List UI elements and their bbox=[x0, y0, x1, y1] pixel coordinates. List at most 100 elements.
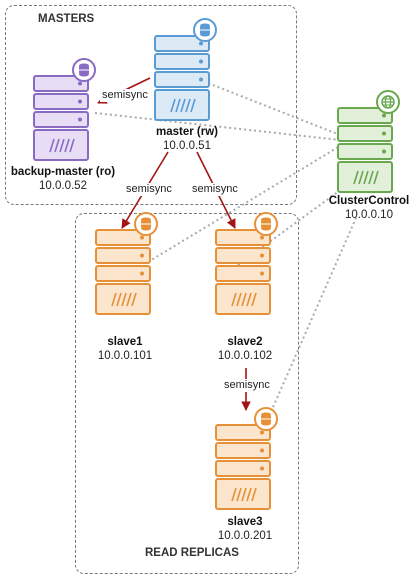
master-name: master (rw) bbox=[156, 126, 218, 138]
vent-line bbox=[69, 138, 75, 153]
vent-line bbox=[251, 487, 257, 502]
masters-group-title: MASTERS bbox=[38, 13, 95, 25]
status-led bbox=[260, 466, 264, 471]
backup-master-ip: 10.0.0.52 bbox=[39, 180, 87, 192]
vent-line bbox=[231, 292, 237, 307]
vent-line bbox=[241, 487, 247, 502]
vent-line bbox=[116, 292, 122, 307]
slave3-name: slave3 bbox=[227, 516, 263, 528]
vent-line bbox=[59, 138, 65, 153]
vent-line bbox=[175, 98, 181, 113]
server-slot bbox=[154, 53, 210, 70]
server-base bbox=[215, 478, 271, 510]
slave3-server[interactable] bbox=[215, 407, 278, 510]
server-slot bbox=[337, 143, 393, 160]
status-led bbox=[260, 253, 264, 258]
link-cc-slave3 bbox=[262, 217, 357, 431]
vent-line bbox=[241, 292, 247, 307]
vent-line bbox=[64, 138, 70, 153]
management-links bbox=[94, 73, 357, 431]
clustercontrol-name: ClusterControl bbox=[328, 195, 410, 207]
server-base bbox=[337, 161, 393, 193]
label-master-slave1: semisync bbox=[124, 183, 174, 196]
clustercontrol-server[interactable] bbox=[337, 90, 400, 193]
vent-line bbox=[185, 98, 191, 113]
link-cc-slave2 bbox=[237, 185, 347, 266]
server-slot bbox=[215, 247, 271, 264]
status-led bbox=[382, 113, 386, 118]
server-slot bbox=[215, 442, 271, 459]
vent-line bbox=[190, 98, 196, 113]
vent-line bbox=[126, 292, 132, 307]
slave2-ip: 10.0.0.102 bbox=[217, 350, 273, 362]
database-icon bbox=[72, 58, 96, 82]
database-icon bbox=[254, 212, 278, 236]
server-slot bbox=[33, 75, 89, 92]
backup-master-server[interactable] bbox=[33, 58, 96, 161]
vent-line bbox=[180, 98, 186, 113]
vent-line bbox=[373, 170, 379, 185]
globe-icon bbox=[376, 90, 400, 114]
server-slot bbox=[215, 229, 271, 246]
status-led bbox=[199, 41, 203, 46]
vent-line bbox=[368, 170, 374, 185]
vent-line bbox=[246, 292, 252, 307]
slave1-name: slave1 bbox=[107, 336, 143, 348]
server-base bbox=[33, 129, 89, 161]
vent-line bbox=[236, 292, 242, 307]
server-slot bbox=[95, 247, 151, 264]
slave2-name: slave2 bbox=[227, 336, 263, 348]
backup-master-name: backup-master (ro) bbox=[10, 166, 116, 178]
vent-line bbox=[49, 138, 55, 153]
server-slot bbox=[215, 460, 271, 477]
status-led bbox=[199, 59, 203, 64]
status-led bbox=[260, 430, 264, 435]
status-led bbox=[382, 149, 386, 154]
server-slot bbox=[154, 71, 210, 88]
server-base bbox=[154, 89, 210, 121]
label-master-backup: semisync bbox=[100, 89, 150, 102]
label-slave2-slave3: semisync bbox=[222, 379, 272, 392]
server-slot bbox=[95, 229, 151, 246]
read-replicas-group bbox=[75, 213, 299, 574]
vent-line bbox=[54, 138, 60, 153]
vent-line bbox=[131, 292, 137, 307]
server-slot bbox=[154, 35, 210, 52]
server-slot bbox=[215, 424, 271, 441]
vent-line bbox=[111, 292, 117, 307]
link-cc-slave1 bbox=[147, 145, 341, 263]
server-slot bbox=[337, 107, 393, 124]
clustercontrol-ip: 10.0.0.10 bbox=[345, 209, 393, 221]
vent-line bbox=[358, 170, 364, 185]
read-replicas-group-title: READ REPLICAS bbox=[145, 547, 239, 559]
vent-line bbox=[236, 487, 242, 502]
server-base bbox=[215, 283, 271, 315]
master-server[interactable] bbox=[154, 18, 217, 121]
slave3-ip: 10.0.0.201 bbox=[217, 530, 273, 542]
status-led bbox=[260, 235, 264, 240]
vent-line bbox=[246, 487, 252, 502]
status-led bbox=[260, 448, 264, 453]
status-led bbox=[140, 235, 144, 240]
database-icon bbox=[134, 212, 158, 236]
server-slot bbox=[337, 125, 393, 142]
masters-group bbox=[5, 5, 297, 205]
master-ip: 10.0.0.51 bbox=[163, 140, 211, 152]
slave2-server[interactable] bbox=[215, 212, 278, 315]
link-cc-backup-master bbox=[94, 112, 341, 141]
server-slot bbox=[33, 93, 89, 110]
server-base bbox=[95, 283, 151, 315]
status-led bbox=[140, 271, 144, 276]
slave1-ip: 10.0.0.101 bbox=[97, 350, 153, 362]
status-led bbox=[78, 117, 82, 122]
status-led bbox=[382, 131, 386, 136]
label-master-slave2: semisync bbox=[190, 183, 240, 196]
vent-line bbox=[353, 170, 359, 185]
slave1-server[interactable] bbox=[95, 212, 158, 315]
status-led bbox=[78, 81, 82, 86]
vent-line bbox=[121, 292, 127, 307]
vent-line bbox=[170, 98, 176, 113]
server-slot bbox=[33, 111, 89, 128]
vent-line bbox=[251, 292, 257, 307]
